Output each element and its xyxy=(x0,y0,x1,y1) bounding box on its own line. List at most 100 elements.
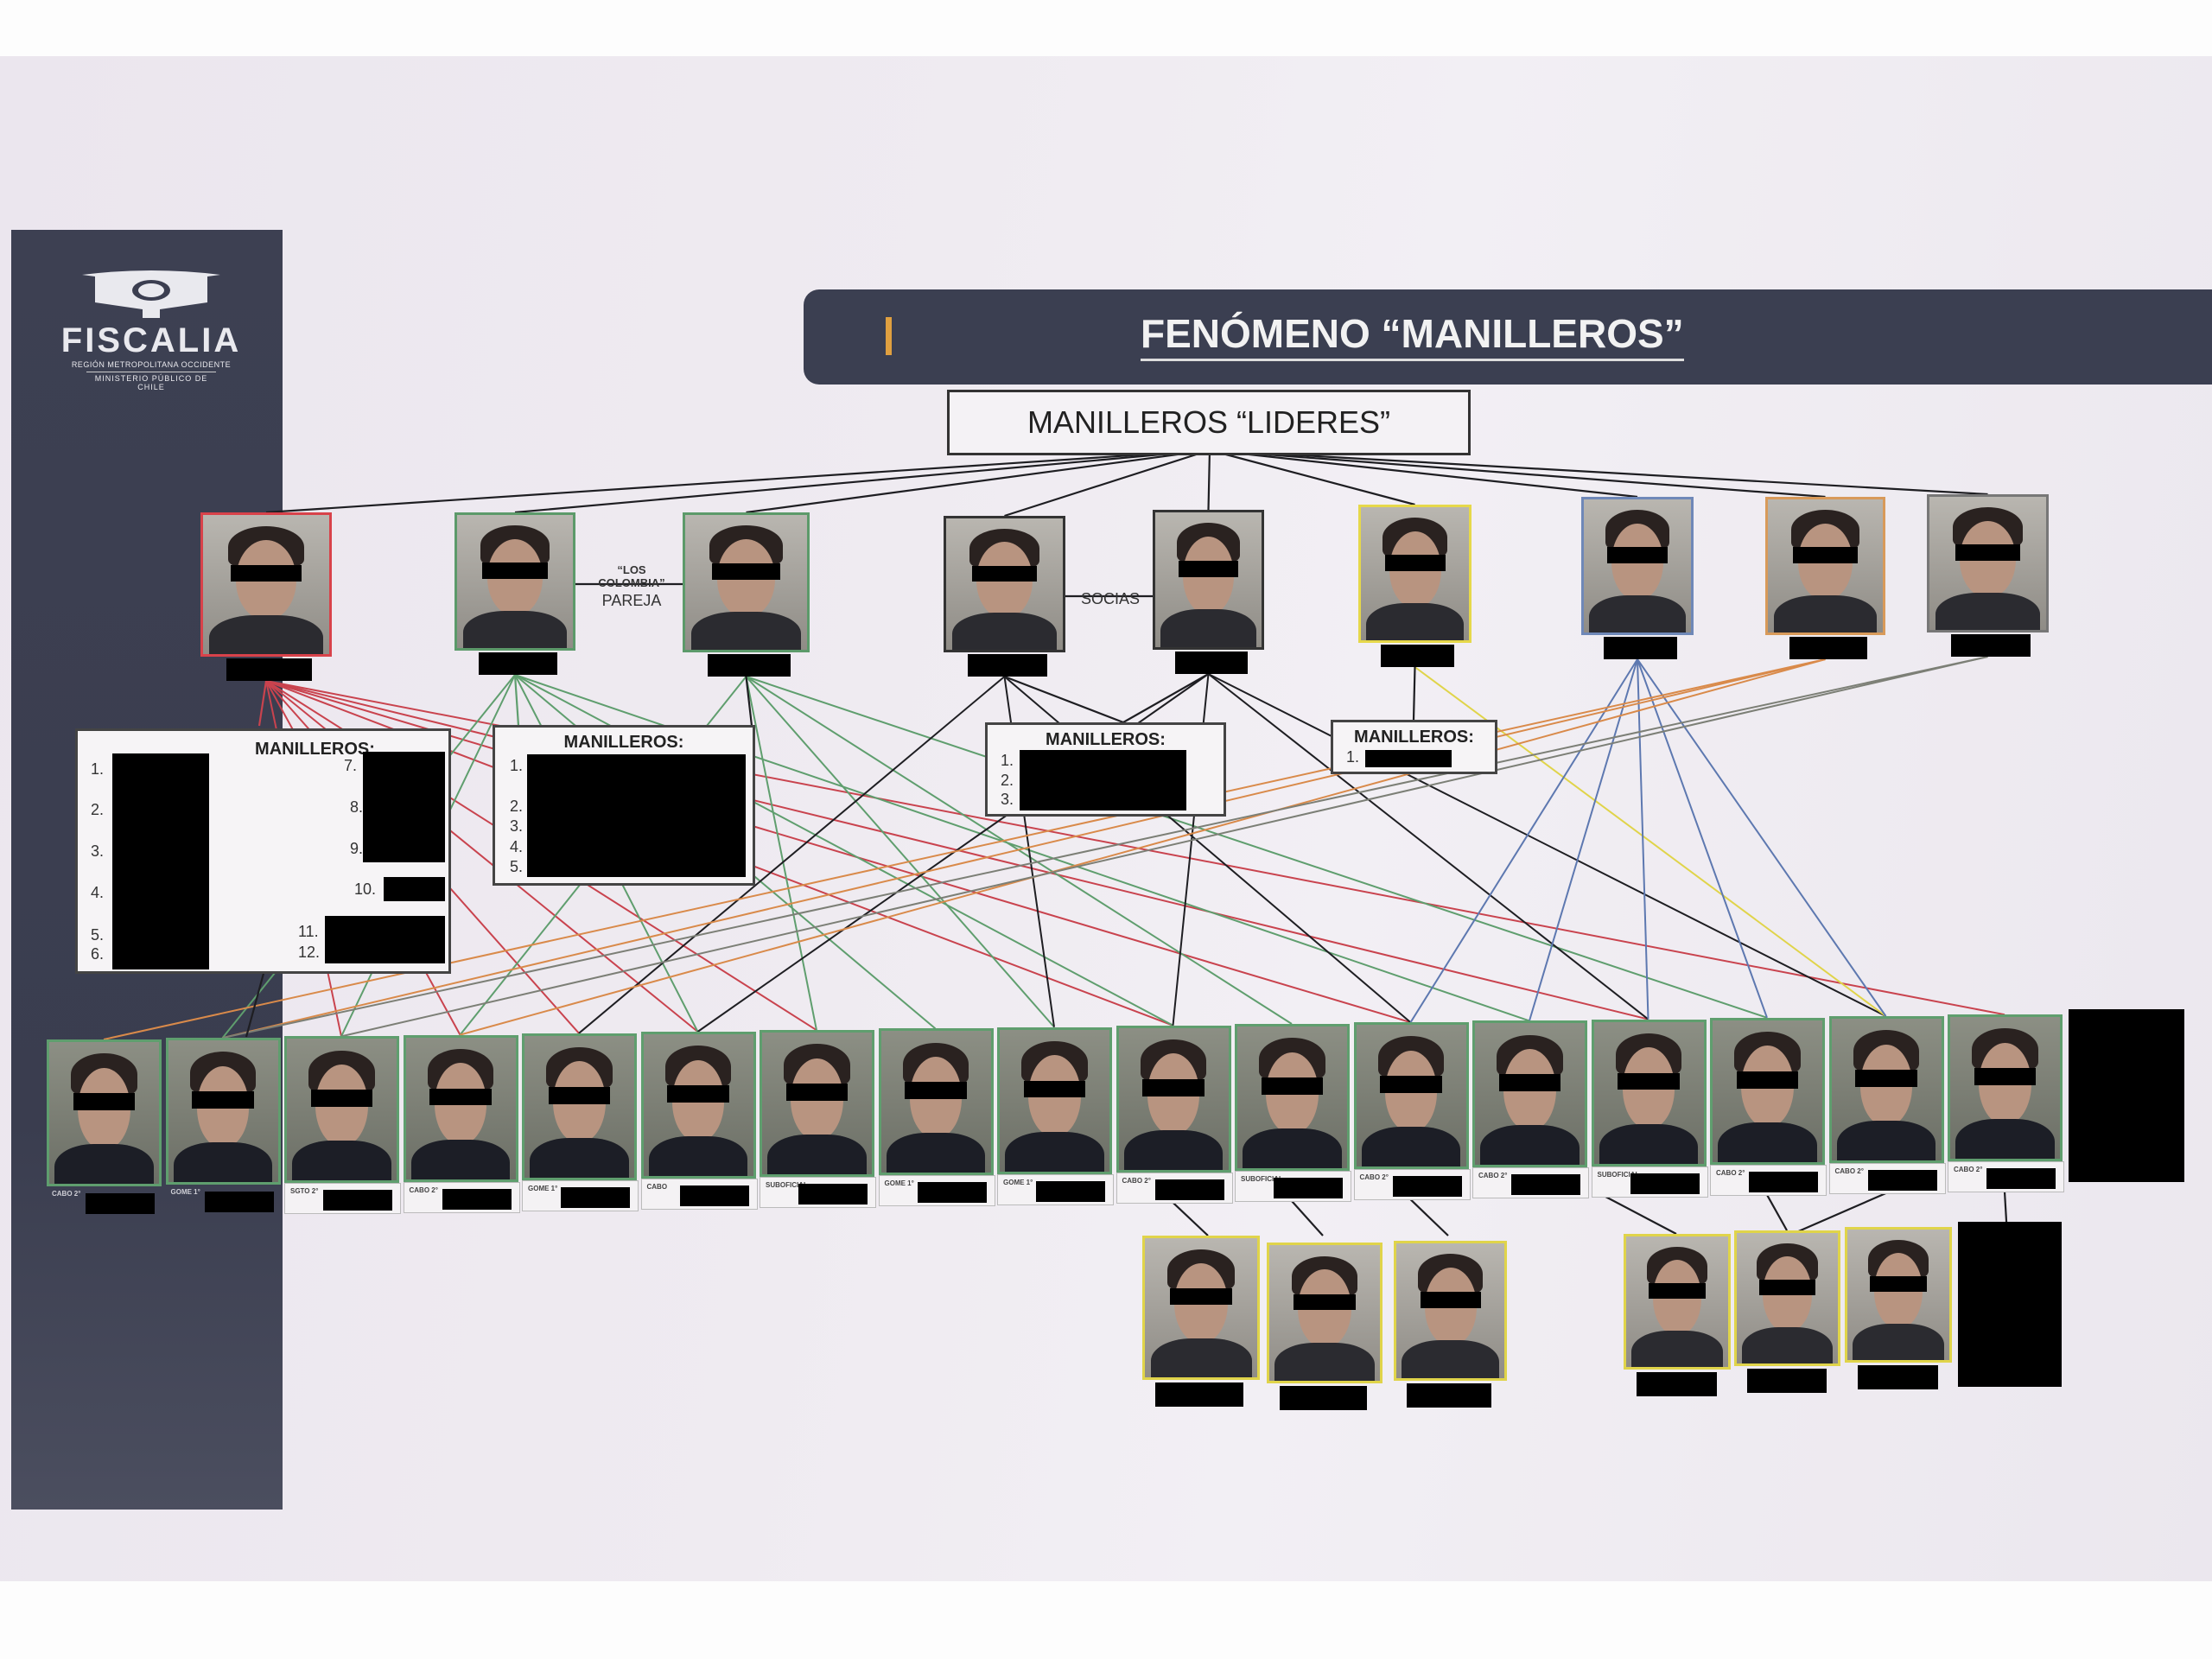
name-redaction xyxy=(1986,1168,2056,1190)
body xyxy=(1955,1119,2055,1160)
leaders-box: MANILLEROS “LIDERES” xyxy=(947,390,1471,455)
redaction-block xyxy=(2069,1009,2184,1182)
body xyxy=(1160,609,1256,647)
connection-line xyxy=(1207,673,1649,1020)
officer-rank: CABO 2° xyxy=(1122,1176,1151,1185)
censor-bar xyxy=(971,565,1038,582)
connection-line xyxy=(1604,1195,1677,1235)
name-redaction xyxy=(1407,1383,1492,1408)
name-redaction xyxy=(323,1190,392,1211)
censor-bar xyxy=(1758,1280,1816,1296)
body xyxy=(1630,1330,1724,1367)
leader-photo xyxy=(1358,505,1471,643)
censor-bar xyxy=(1142,1078,1205,1096)
body xyxy=(1150,1338,1252,1377)
connection-line xyxy=(265,448,1211,514)
connection-line xyxy=(265,680,1411,1024)
censor-bar xyxy=(905,1082,967,1100)
censor-bar xyxy=(1179,561,1238,577)
officer-rank: CABO 2° xyxy=(1954,1166,1983,1174)
body xyxy=(1599,1123,1699,1164)
name-redaction xyxy=(1747,1369,1827,1393)
body xyxy=(530,1137,629,1178)
body xyxy=(1589,594,1686,632)
connection-line xyxy=(513,674,520,727)
list-number: 2. xyxy=(510,798,524,815)
name-redaction xyxy=(1749,1171,1818,1192)
name-redaction xyxy=(86,1193,155,1214)
redaction-block xyxy=(1958,1222,2062,1387)
name-redaction xyxy=(917,1182,987,1204)
name-redaction xyxy=(1381,645,1455,667)
officer-rank: SUBOFICIAL xyxy=(766,1181,808,1190)
officer-rank: CABO 2° xyxy=(1478,1172,1508,1180)
name-redaction xyxy=(1280,1386,1367,1410)
connection-line xyxy=(1209,448,1415,506)
connection-line xyxy=(746,676,1768,1019)
censor-bar xyxy=(667,1085,729,1103)
officer-photo xyxy=(1948,1014,2063,1162)
body xyxy=(173,1142,273,1183)
body xyxy=(1243,1128,1342,1168)
associate-photo xyxy=(1845,1227,1952,1363)
body xyxy=(648,1136,748,1176)
name-redaction xyxy=(204,1192,274,1213)
name-redaction xyxy=(1174,652,1248,674)
fiscalia-logo: FISCALIA REGIÓN METROPOLITANA OCCIDENTE … xyxy=(35,268,268,397)
list-number: 4. xyxy=(91,884,105,901)
connection-line xyxy=(1637,658,1649,1020)
group-title: MANILLEROS: xyxy=(1354,728,1474,747)
body xyxy=(1274,1343,1375,1381)
body xyxy=(691,612,801,650)
logo-region: REGIÓN METROPOLITANA OCCIDENTE xyxy=(71,360,232,369)
censor-bar xyxy=(548,1086,611,1104)
connection-line xyxy=(257,680,268,727)
censor-bar xyxy=(231,564,302,582)
name-redaction xyxy=(1604,637,1677,659)
officer-rank: GOME 1° xyxy=(884,1179,914,1188)
officer-photo xyxy=(1235,1024,1350,1171)
list-number: 2. xyxy=(1001,772,1014,789)
fiscalia-emblem-icon xyxy=(82,270,220,318)
officer-rank: CABO 2° xyxy=(1716,1168,1745,1177)
connection-line xyxy=(1004,675,1124,724)
censor-bar xyxy=(482,563,548,579)
connection-line xyxy=(1209,448,1826,499)
list-number: 1. xyxy=(510,757,524,774)
name-redaction xyxy=(1637,1372,1717,1396)
list-number: 5. xyxy=(510,858,524,875)
censor-bar xyxy=(1618,1072,1680,1090)
leader-photo xyxy=(944,516,1065,652)
officer-rank: CABO 2° xyxy=(1359,1173,1389,1182)
censor-bar xyxy=(1023,1080,1086,1098)
censor-bar xyxy=(1261,1077,1324,1095)
officer-photo xyxy=(403,1034,518,1182)
leader-photo xyxy=(1765,497,1885,635)
body xyxy=(951,613,1058,650)
name-redaction xyxy=(679,1185,749,1206)
associate-photo xyxy=(1142,1236,1260,1380)
censor-bar xyxy=(1607,547,1668,563)
list-number: 1. xyxy=(1001,752,1014,769)
list-number: 3. xyxy=(510,817,524,835)
list-number: 1. xyxy=(91,760,105,778)
officer-rank: SGTO 2° xyxy=(290,1187,319,1196)
officer-photo xyxy=(997,1027,1112,1174)
name-redaction xyxy=(708,654,791,677)
names-redaction xyxy=(325,916,445,963)
connection-line xyxy=(514,448,1211,514)
title-bar: FENÓMENO “MANILLEROS” xyxy=(804,289,2212,385)
body xyxy=(767,1135,867,1175)
name-redaction xyxy=(561,1186,630,1208)
officer-rank: GOME 1° xyxy=(1003,1178,1033,1186)
connection-line xyxy=(460,658,1826,1036)
censor-bar xyxy=(712,563,780,580)
names-redaction xyxy=(112,753,209,969)
connection-line xyxy=(1409,658,1638,1023)
censor-bar xyxy=(785,1084,849,1101)
body xyxy=(1366,602,1464,640)
connection-line xyxy=(745,676,817,1031)
censor-bar xyxy=(1736,1071,1799,1089)
associate-photo xyxy=(1734,1230,1840,1366)
body xyxy=(1402,1340,1499,1378)
